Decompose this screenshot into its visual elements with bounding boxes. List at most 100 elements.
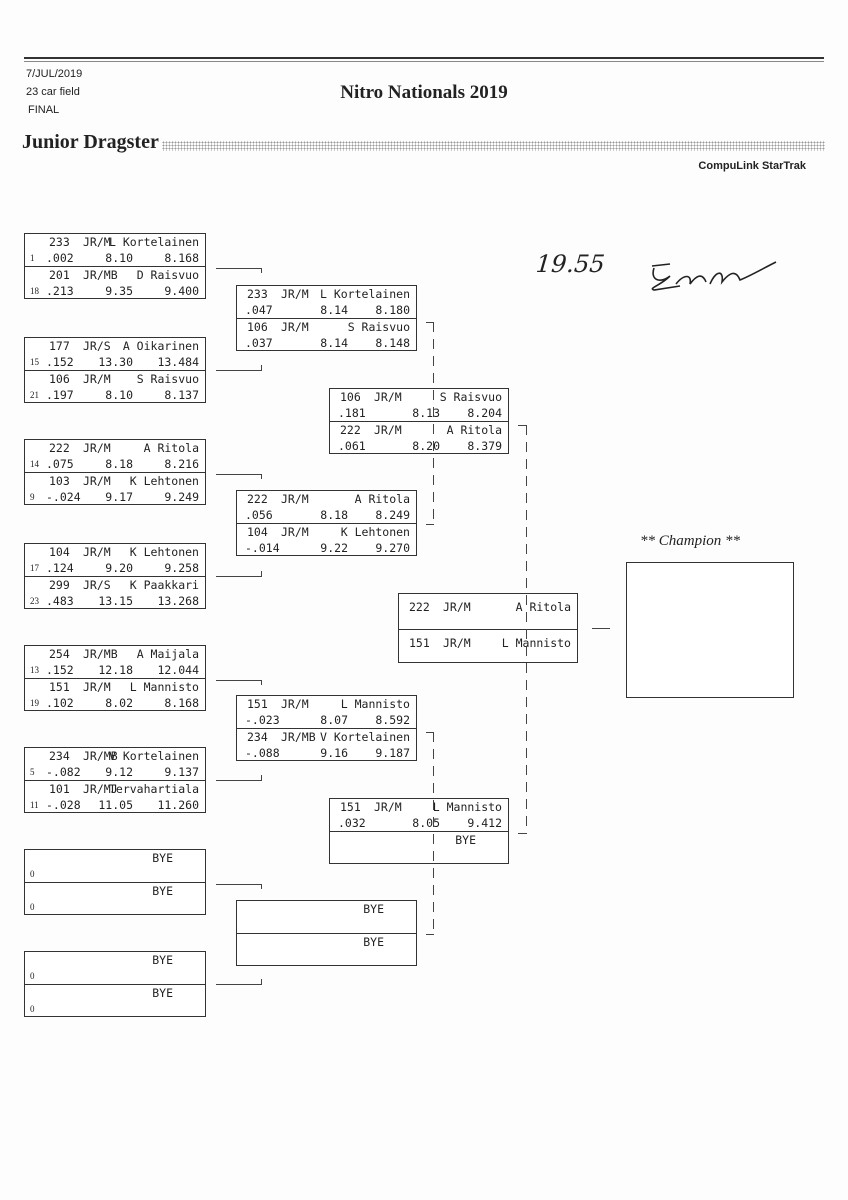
racer-name: K Lehtonen xyxy=(340,525,410,539)
car-number: 222 xyxy=(409,600,430,614)
elapsed-time: 9.16 xyxy=(320,746,348,760)
reaction-time: .124 xyxy=(46,561,74,575)
racer-entry: BYE xyxy=(330,831,508,864)
car-number: 151 xyxy=(409,636,430,650)
elapsed-time: 8.10 xyxy=(105,388,133,402)
connector-line xyxy=(518,425,527,426)
connector-dash xyxy=(433,732,434,934)
elapsed-time: 8.20 xyxy=(412,439,440,453)
racer-entry: BYE xyxy=(237,901,416,933)
final-time: 8.168 xyxy=(164,251,199,265)
racer-name: S Raisvuo xyxy=(347,320,410,334)
connector-line xyxy=(261,884,262,889)
entry-line-racer: BYE xyxy=(237,901,416,917)
racer-name: BYE xyxy=(455,833,476,847)
car-number: 234 xyxy=(247,730,268,744)
car-class: JR/M xyxy=(281,320,309,334)
connector-line xyxy=(261,474,262,479)
qualifying-seed: 21 xyxy=(30,390,39,400)
elapsed-time: 8.18 xyxy=(320,508,348,522)
car-number: 299 xyxy=(49,578,70,592)
car-class: JR/M xyxy=(281,525,309,539)
champion-label: ** Champion ** xyxy=(639,533,740,549)
qualifying-seed: 13 xyxy=(30,665,39,675)
entry-line-times xyxy=(237,950,416,966)
racer-name: L Kortelainen xyxy=(108,235,199,249)
car-class: JR/M xyxy=(443,636,471,650)
racer-name: A Oikarinen xyxy=(122,339,199,353)
car-number: 222 xyxy=(49,441,70,455)
car-class: JR/MB xyxy=(83,268,118,282)
racer-name: Tervahartiala xyxy=(108,782,199,796)
connector-dash xyxy=(433,322,434,524)
connector-line xyxy=(261,680,262,685)
racer-name: A Ritola xyxy=(515,600,571,614)
car-number: 233 xyxy=(49,235,70,249)
reaction-time: -.088 xyxy=(245,746,280,760)
reaction-time: .152 xyxy=(46,663,74,677)
entry-line-racer: BYE xyxy=(330,832,508,848)
racer-name: BYE xyxy=(152,986,173,1000)
qualifying-seed: 14 xyxy=(30,459,39,469)
racer-name: BYE xyxy=(152,884,173,898)
connector-line xyxy=(216,268,262,269)
racer-name: D Raisvuo xyxy=(136,268,199,282)
qualifying-seed: 18 xyxy=(30,286,39,296)
car-number: 106 xyxy=(247,320,268,334)
car-number: 201 xyxy=(49,268,70,282)
final-time: 8.180 xyxy=(375,303,410,317)
racer-entry: BYE xyxy=(237,933,416,966)
final-time: 13.268 xyxy=(157,594,199,608)
reaction-time: .197 xyxy=(46,388,74,402)
final-time: 12.044 xyxy=(157,663,199,677)
reaction-time: -.023 xyxy=(245,713,280,727)
racer-name: A Ritola xyxy=(354,492,410,506)
elapsed-time: 11.05 xyxy=(98,798,133,812)
ladder-status: FINAL xyxy=(28,104,60,116)
connector-line xyxy=(426,934,434,935)
qualifying-seed: 0 xyxy=(30,971,35,981)
elapsed-time: 9.17 xyxy=(105,490,133,504)
qualifying-seed: 9 xyxy=(30,492,35,502)
elapsed-time: 8.10 xyxy=(105,251,133,265)
car-number: 222 xyxy=(247,492,268,506)
champion-box xyxy=(626,562,794,698)
qualifying-seed: 0 xyxy=(30,902,35,912)
car-class: JR/M xyxy=(83,235,111,249)
racer-name: K Lehtonen xyxy=(129,545,199,559)
connector-line xyxy=(518,833,527,834)
matchup-box: BYE BYE xyxy=(236,900,417,966)
car-class: JR/M xyxy=(83,474,111,488)
entry-line-times: 0 xyxy=(25,866,205,882)
final-time: 8.137 xyxy=(164,388,199,402)
qualifying-seed: 5 xyxy=(30,767,35,777)
racer-name: L Mannisto xyxy=(501,636,571,650)
connector-line xyxy=(216,576,262,577)
